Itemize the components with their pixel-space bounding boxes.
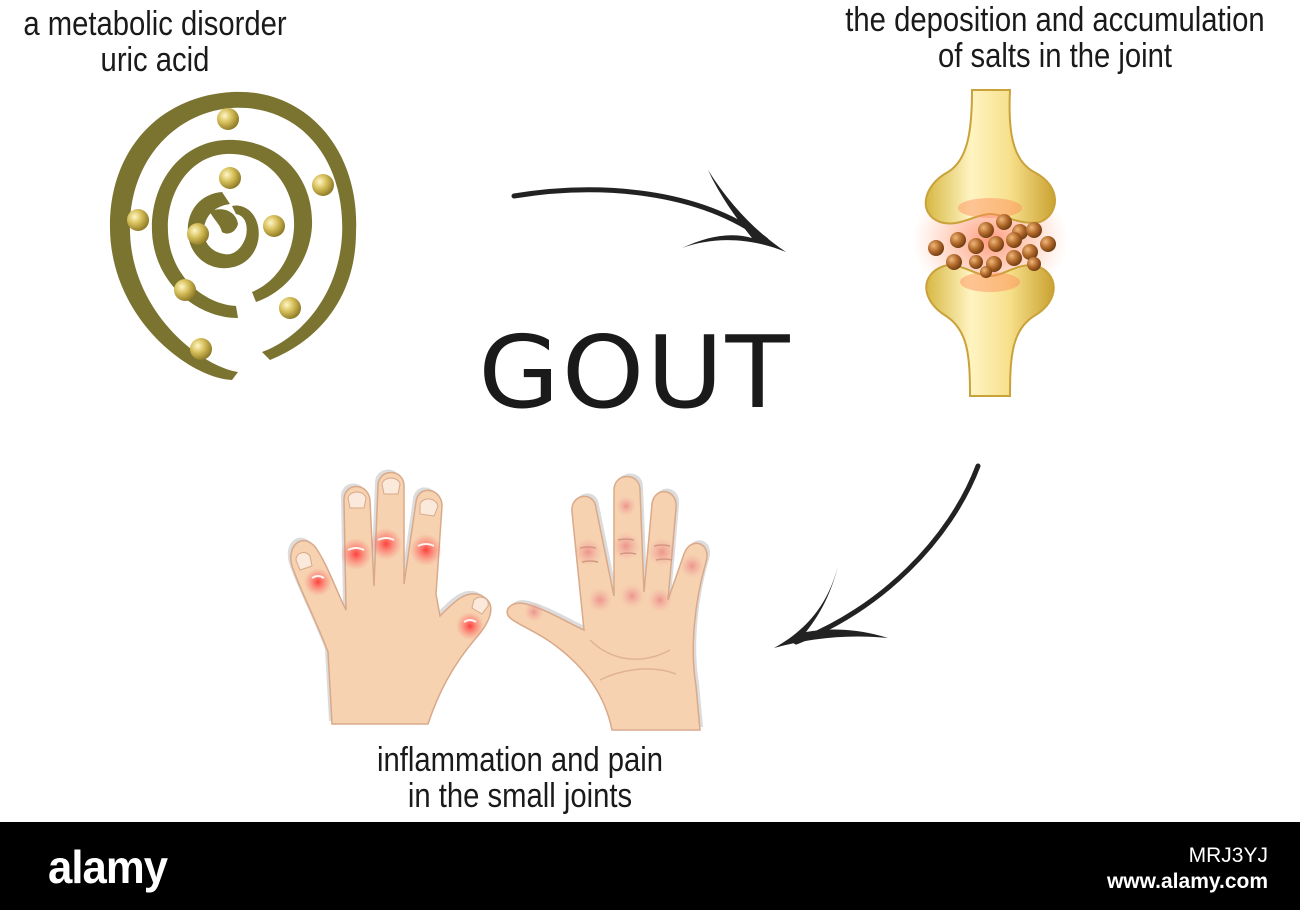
arrow-icon [511, 170, 786, 252]
brand-logo[interactable]: alamy [48, 841, 168, 893]
stage-caption-deposition: the deposition and accumulation of salts… [845, 1, 1265, 75]
image-id: MRJ3YJ [1188, 844, 1268, 867]
diagram-artwork [109, 89, 1068, 731]
site-link[interactable]: www.alamy.com [1106, 870, 1268, 893]
arrow-icon [774, 463, 981, 648]
diagram-title: GOUT [478, 314, 792, 431]
spiral-icon [109, 91, 357, 380]
gout-diagram: a metabolic disorder uric acid the depos… [23, 1, 1265, 815]
stage-caption-metabolic: a metabolic disorder uric acid [23, 5, 287, 79]
watermark-footer: alamy MRJ3YJ www.alamy.com [0, 822, 1300, 910]
stage-caption-inflammation: inflammation and pain in the small joint… [376, 741, 664, 815]
joint-bone-icon [912, 89, 1068, 397]
hands-icon [287, 469, 711, 731]
